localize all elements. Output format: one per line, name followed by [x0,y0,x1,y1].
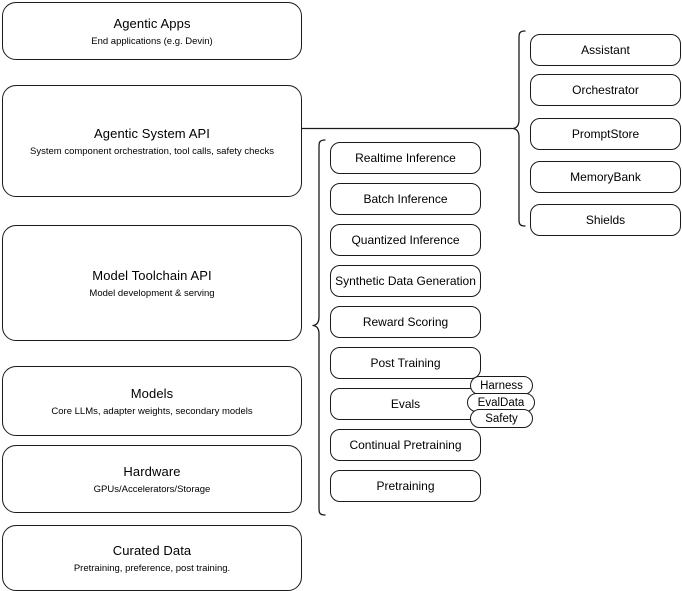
capability-label: Post Training [370,356,441,370]
layer-subtitle: End applications (e.g. Devin) [91,35,213,47]
capability-batch-inference[interactable]: Batch Inference [330,183,481,215]
capability-label: Realtime Inference [355,151,456,165]
capability-label: Reward Scoring [362,315,449,329]
component-label: Assistant [581,43,630,57]
layer-subtitle: Core LLMs, adapter weights, secondary mo… [51,405,253,417]
capability-label: Quantized Inference [351,233,460,247]
layer-hardware[interactable]: Hardware GPUs/Accelerators/Storage [2,445,302,513]
layer-subtitle: Pretraining, preference, post training. [73,562,231,574]
layer-title: Curated Data [112,542,192,558]
capability-reward-scoring[interactable]: Reward Scoring [330,306,481,338]
right-brace [512,30,526,227]
component-assistant[interactable]: Assistant [530,34,681,66]
layer-agentic-system-api[interactable]: Agentic System API System component orch… [2,85,302,197]
component-label: Shields [585,213,626,227]
layer-subtitle: GPUs/Accelerators/Storage [93,483,211,495]
layer-title: Hardware [123,463,181,479]
layer-title: Agentic Apps [113,15,191,31]
capability-post-training[interactable]: Post Training [330,347,481,379]
component-orchestrator[interactable]: Orchestrator [530,74,681,106]
evals-tag-label: Harness [480,379,523,392]
capability-quantized-inference[interactable]: Quantized Inference [330,224,481,256]
component-promptstore[interactable]: PromptStore [530,118,681,150]
capability-label: Continual Pretraining [349,438,462,452]
capability-synthetic-data-generation[interactable]: Synthetic Data Generation [330,265,481,297]
layer-agentic-apps[interactable]: Agentic Apps End applications (e.g. Devi… [2,2,302,60]
evals-tag-safety[interactable]: Safety [470,409,533,428]
capability-label: Pretraining [376,479,435,493]
evals-tag-label: EvalData [477,396,525,409]
layer-title: Model Toolchain API [92,267,212,283]
component-label: Orchestrator [572,83,639,97]
layer-title: Agentic System API [94,125,210,141]
capability-continual-pretraining[interactable]: Continual Pretraining [330,429,481,461]
capability-pretraining[interactable]: Pretraining [330,470,481,502]
component-memorybank[interactable]: MemoryBank [530,161,681,193]
layer-subtitle: System component orchestration, tool cal… [30,145,274,157]
layer-models[interactable]: Models Core LLMs, adapter weights, secon… [2,366,302,436]
layer-model-toolchain-api[interactable]: Model Toolchain API Model development & … [2,225,302,341]
middle-brace [312,139,326,516]
component-label: PromptStore [571,127,640,141]
evals-tag-label: Safety [485,412,518,425]
layer-title: Models [130,385,174,401]
capability-label: Batch Inference [363,192,448,206]
capability-realtime-inference[interactable]: Realtime Inference [330,142,481,174]
layer-curated-data[interactable]: Curated Data Pretraining, preference, po… [2,525,302,591]
component-label: MemoryBank [570,170,641,184]
capability-label: Evals [390,397,421,411]
capability-label: Synthetic Data Generation [335,274,476,288]
component-shields[interactable]: Shields [530,204,681,236]
capability-evals[interactable]: Evals [330,388,481,420]
layer-subtitle: Model development & serving [89,287,215,299]
